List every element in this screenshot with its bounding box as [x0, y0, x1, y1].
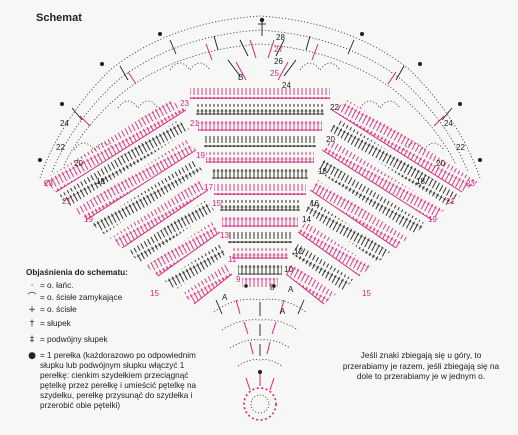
row-label: 15 [362, 289, 371, 298]
row-label: 18 [96, 177, 105, 186]
lower-motif [213, 298, 307, 421]
row-label: 20 [436, 159, 445, 168]
legend-item: ● = 1 perełka (każdorazowo po odpowiedni… [26, 351, 206, 411]
row-label: 14 [302, 215, 311, 224]
bead-icon [38, 158, 42, 162]
bead-icon [60, 102, 64, 106]
right-fan [285, 100, 478, 305]
row-label: 15 [150, 289, 159, 298]
row-label: 21 [62, 197, 71, 206]
row-label: 26 [274, 57, 283, 66]
legend-text: = podwójny słupek [40, 335, 108, 344]
bead-icon [272, 284, 276, 288]
bead-icon [458, 102, 462, 106]
legend-text: = o. łańc. [40, 281, 74, 290]
legend: Objaśnienia do schematu: · = o. łańc. ⌒ … [26, 268, 206, 413]
bead-icon [360, 32, 364, 36]
row-label: A [222, 293, 228, 302]
row-label: 16 [310, 199, 319, 208]
row-label: 21 [190, 119, 199, 128]
row-label: 28 [276, 33, 285, 42]
row-label: 24 [444, 119, 453, 128]
row-label: 9 [236, 275, 241, 284]
row-label: 15 [212, 199, 221, 208]
bead-icon [478, 158, 482, 162]
legend-item: ‡ = podwójny słupek [26, 335, 206, 345]
row-label: 23 [44, 179, 53, 188]
row-labels: 28 27 26 25 24 B 23 22 21 20 19 18 17 16… [44, 33, 475, 316]
row-label: 20 [74, 159, 83, 168]
row-label: 19 [428, 215, 437, 224]
chart-title: Schemat [36, 12, 82, 24]
row-label: 18 [416, 177, 425, 186]
row-label: 22 [456, 143, 465, 152]
legend-item: · = o. łańc. [26, 281, 206, 291]
bead-icon [158, 32, 162, 36]
row-label: 19 [84, 215, 93, 224]
row-label: 12 [294, 247, 303, 256]
row-label: 21 [446, 197, 455, 206]
row-label: 24 [60, 119, 69, 128]
legend-text: = 1 perełka (każdorazowo po odpowiednim … [40, 351, 197, 410]
legend-text: = o. ścisłe [40, 305, 77, 314]
bead-icon [259, 17, 265, 23]
row-label: 10 [284, 265, 293, 274]
row-label: 22 [330, 103, 339, 112]
bead-icon [244, 284, 248, 288]
row-label: 23 [466, 179, 475, 188]
row-label: 18 [318, 167, 327, 176]
row-label: 27 [274, 45, 283, 54]
chain-dot-icon: · [30, 281, 34, 291]
left-fan [40, 100, 233, 305]
legend-item: † = słupek [26, 319, 206, 329]
row-label: 24 [282, 81, 291, 90]
bead-icon: ● [28, 351, 36, 361]
bead-icon [258, 370, 262, 374]
bead-icon [100, 62, 104, 66]
legend-item: ⌒ = o. ścisłe zamykające [26, 293, 206, 303]
double-crochet-icon: † [29, 319, 35, 329]
legend-item: + = o. ścisłe [26, 305, 206, 315]
instruction-note: Jeśli znaki zbiegają się u góry, to prze… [342, 350, 500, 381]
row-label: 13 [220, 231, 229, 240]
row-label: 11 [228, 255, 237, 264]
single-crochet-icon: + [28, 305, 36, 315]
bead-icon [418, 62, 422, 66]
bead-markers [38, 17, 482, 374]
row-label: 25 [270, 69, 279, 78]
row-label: A [280, 307, 286, 316]
legend-text: = słupek [40, 319, 71, 328]
row-label: B [238, 73, 243, 82]
row-label: 17 [204, 183, 213, 192]
top-motif-pink [79, 39, 445, 127]
row-label: 8 [270, 283, 275, 292]
row-label: 19 [196, 151, 205, 160]
row-label: 22 [56, 143, 65, 152]
row-label: 20 [326, 135, 335, 144]
treble-crochet-icon: ‡ [29, 335, 35, 345]
top-motif [71, 22, 453, 121]
center-fan [190, 88, 330, 288]
row-label: A [288, 285, 294, 294]
legend-heading: Objaśnienia do schematu: [26, 268, 128, 277]
legend-text: = o. ścisłe zamykające [40, 293, 123, 302]
row-label: 23 [180, 99, 189, 108]
slip-stitch-icon: ⌒ [27, 293, 37, 303]
